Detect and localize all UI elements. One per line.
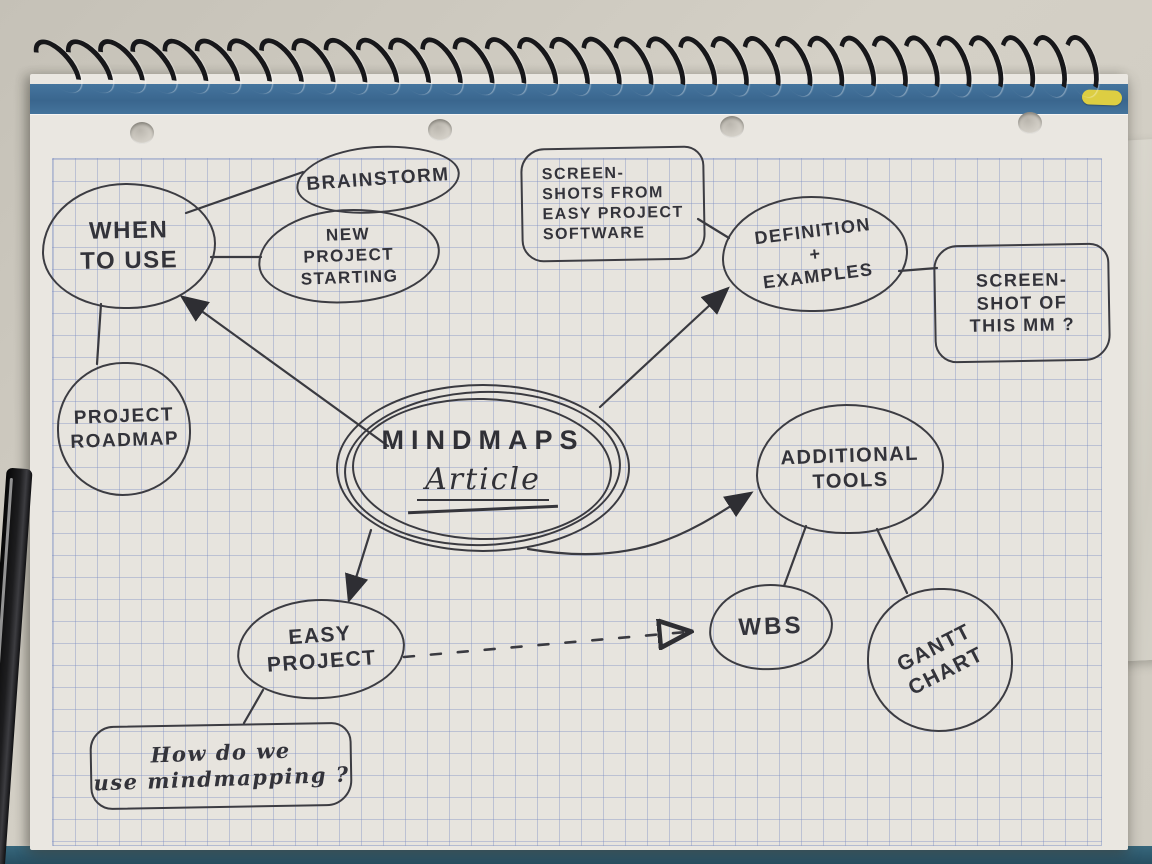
node-mindmaps-article: MINDMAPS Article (336, 384, 630, 552)
node-new-project-starting-label: NEW PROJECT STARTING (300, 224, 399, 289)
node-how-do-we-use-mindmapping-label: How do we use mindmapping ? (92, 737, 350, 796)
node-screenshot-of-this-mm: SCREEN- SHOT OF THIS MM ? (932, 242, 1112, 364)
punch-hole (428, 119, 452, 141)
page-header-band (30, 84, 1128, 114)
center-title: MINDMAPS (381, 425, 585, 456)
center-subtitle: Article (417, 462, 549, 502)
desk-surface (0, 846, 1152, 864)
spiral-binding (0, 0, 1152, 102)
node-easy-project-label: EASY PROJECT (266, 621, 378, 677)
node-screenshot-of-this-mm-label: SCREEN- SHOT OF THIS MM ? (969, 269, 1076, 337)
node-definition-examples-label: DEFINITION + EXAMPLES (752, 214, 875, 293)
node-screenshots-from-easy-project: SCREEN- SHOTS FROM EASY PROJECT SOFTWARE (520, 145, 706, 263)
node-wbs-label: WBS (738, 611, 804, 642)
punch-hole (130, 122, 154, 144)
node-brainstorm-label: BRAINSTORM (305, 163, 451, 195)
node-gantt-chart: GANTT CHART (867, 588, 1013, 732)
node-how-do-we-use-mindmapping: How do we use mindmapping ? (89, 721, 353, 811)
pen (0, 467, 33, 864)
punch-hole (1018, 112, 1042, 134)
node-gantt-chart-label: GANTT CHART (892, 619, 987, 700)
node-screenshots-from-easy-project-label: SCREEN- SHOTS FROM EASY PROJECT SOFTWARE (541, 164, 684, 244)
node-additional-tools: ADDITIONAL TOOLS (756, 404, 944, 534)
pen-glint (0, 477, 13, 778)
node-definition-examples: DEFINITION + EXAMPLES (722, 196, 908, 312)
center-ring-outer (336, 384, 630, 552)
node-when-to-use-label: WHEN TO USE (80, 216, 179, 275)
node-additional-tools-label: ADDITIONAL TOOLS (780, 442, 920, 494)
node-project-roadmap: PROJECT ROADMAP (57, 362, 191, 496)
node-when-to-use: WHEN TO USE (42, 183, 216, 309)
punch-hole (720, 116, 744, 138)
subtitle-underline (408, 504, 558, 515)
node-project-roadmap-label: PROJECT ROADMAP (69, 404, 180, 453)
